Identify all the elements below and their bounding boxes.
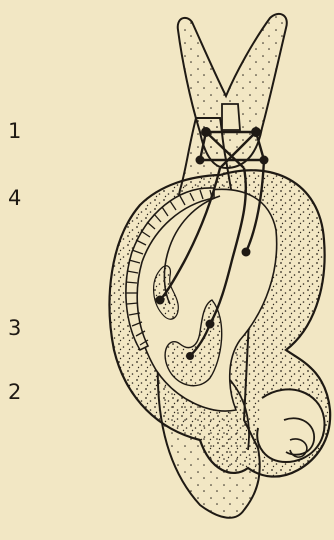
buccal-mass	[222, 104, 240, 130]
label-2: 2	[8, 382, 21, 403]
label-3: 3	[8, 318, 21, 339]
label-1: 1	[8, 121, 21, 142]
label-4: 4	[8, 188, 21, 209]
